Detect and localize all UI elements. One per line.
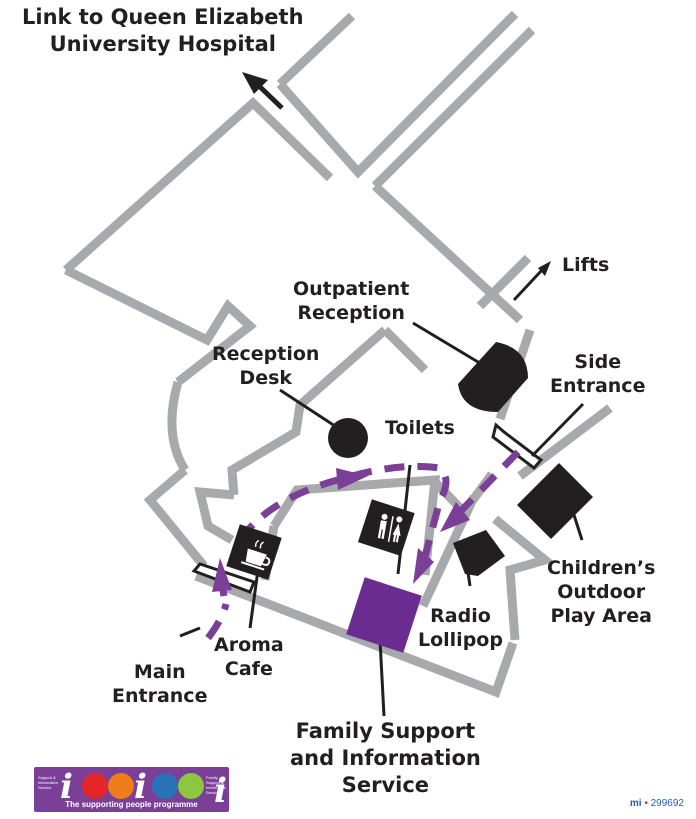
banner-tagline: The supporting people programme xyxy=(65,800,198,809)
toilets-icon xyxy=(377,513,403,543)
reception-desk-label: Reception Desk xyxy=(212,343,320,389)
arrow-icon xyxy=(242,72,551,302)
route-arrowheads xyxy=(212,468,470,592)
info-i-icon-center: i xyxy=(134,767,147,807)
coffee-cup-icon xyxy=(240,539,271,571)
aroma-cafe-label: Aroma Cafe xyxy=(214,634,284,680)
info-i-icon-right: i xyxy=(214,771,227,811)
childrens-play-area-label: Children’s Outdoor Play Area xyxy=(547,557,656,627)
money-icon xyxy=(108,773,134,799)
speech-icon xyxy=(178,773,204,799)
side-entrance-label: Side Entrance xyxy=(550,351,646,397)
radio-lollipop-label: Radio Lollipop xyxy=(418,605,503,651)
hand-icon xyxy=(82,773,108,799)
outpatient-reception-marker xyxy=(458,342,528,412)
family-support-label: Family Support and Information Service xyxy=(290,719,481,797)
reception-desk-marker xyxy=(328,418,368,458)
lifts-label: Lifts xyxy=(562,254,610,276)
link-hospital-label: Link to Queen Elizabeth University Hospi… xyxy=(22,5,304,56)
document-code: mi • 299692 xyxy=(629,798,684,809)
supporting-people-banner: Support & Information Service i i Family… xyxy=(34,767,229,812)
aroma-cafe-marker xyxy=(226,524,282,580)
computer-icon xyxy=(152,773,178,799)
toilets-marker xyxy=(357,499,415,556)
info-i-icon: i xyxy=(60,767,73,807)
family-support-marker xyxy=(346,577,422,653)
banner-small-right: Family Support & Information Service xyxy=(206,775,227,795)
building-walls xyxy=(63,96,613,698)
main-entrance-label: Main Entrance xyxy=(112,661,208,707)
link-corridor xyxy=(276,10,536,324)
outpatient-reception-label: Outpatient Reception xyxy=(293,278,410,324)
banner-small-left: Support & Information Service xyxy=(38,775,59,790)
childrens-play-area-marker xyxy=(517,463,593,539)
toilets-label: Toilets xyxy=(385,417,455,439)
radio-lollipop-marker xyxy=(453,530,505,576)
